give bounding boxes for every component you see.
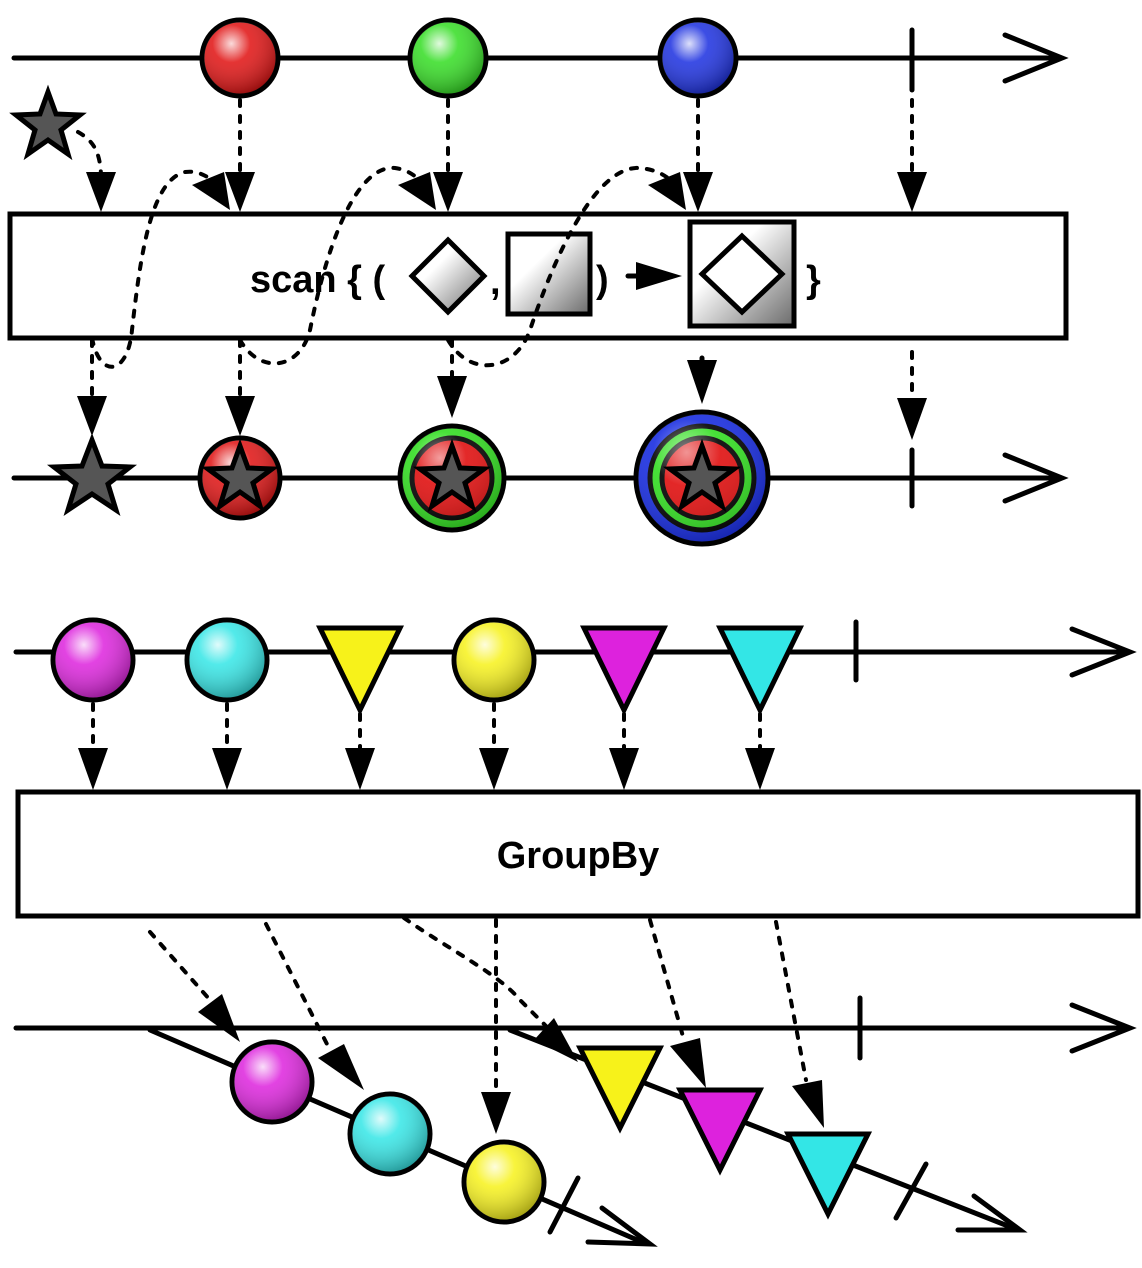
groupby-input-marble-yellow bbox=[451, 617, 537, 703]
scan-output-marble-3 bbox=[633, 409, 771, 547]
groupby-triangles-arrowhead bbox=[955, 1193, 1028, 1233]
scan-label-end: } bbox=[806, 259, 821, 301]
groupby-label: GroupBy bbox=[497, 835, 660, 877]
scan-input-arrowhead bbox=[1002, 32, 1069, 84]
groupby-triangles-completion bbox=[893, 1161, 929, 1221]
scan-seed-star bbox=[9, 84, 87, 161]
groupby-operator-box bbox=[15, 789, 1141, 919]
groupby-diagram: GroupBy bbox=[13, 617, 1141, 1247]
scan-label-close: ) bbox=[596, 259, 609, 301]
groupby-circles-completion bbox=[547, 1175, 581, 1235]
arrow-head bbox=[897, 172, 927, 212]
groupby-group-triangle-magenta bbox=[675, 1087, 765, 1176]
scan-output-arrowhead bbox=[1002, 452, 1069, 504]
scan-label-comma: , bbox=[490, 261, 501, 303]
groupby-circles-arrowhead bbox=[585, 1205, 658, 1247]
scan-arrow-right-icon bbox=[636, 262, 682, 290]
arrow-head bbox=[225, 172, 255, 212]
groupby-input-marble-magenta bbox=[50, 617, 136, 703]
groupby-output-arrowhead bbox=[1069, 1002, 1137, 1054]
scan-output-arrows bbox=[77, 338, 927, 440]
scan-input-marble-green bbox=[407, 17, 489, 99]
groupby-input-triangle-cyan bbox=[715, 625, 805, 716]
scan-output-marble-2 bbox=[397, 423, 507, 533]
arrow-head bbox=[86, 172, 116, 212]
scan-output-marble-1 bbox=[197, 435, 283, 521]
scan-input-marble-red bbox=[199, 17, 281, 99]
arrow-head bbox=[683, 172, 713, 212]
scan-input-marble-blue bbox=[657, 17, 739, 99]
groupby-group-triangle-yellow bbox=[575, 1045, 665, 1134]
groupby-group-circle-cyan bbox=[347, 1091, 433, 1177]
groupby-output-arrows bbox=[148, 916, 824, 1134]
groupby-input-arrowhead bbox=[1069, 626, 1137, 678]
groupby-input-triangle-magenta bbox=[579, 625, 669, 716]
scan-accumulator-diamond-icon bbox=[408, 236, 488, 316]
arrow-head bbox=[433, 172, 463, 212]
scan-output-star bbox=[46, 433, 138, 516]
scan-result-diamond-icon bbox=[698, 232, 786, 316]
groupby-input-marble-cyan bbox=[184, 617, 270, 703]
groupby-input-triangle-yellow bbox=[315, 625, 405, 716]
groupby-input-arrows bbox=[78, 702, 775, 790]
groupby-group-circle-magenta bbox=[229, 1039, 315, 1125]
scan-feedback-loops bbox=[90, 165, 686, 369]
groupby-group-circle-yellow bbox=[461, 1139, 547, 1225]
scan-input-arrows bbox=[76, 98, 927, 212]
scan-diagram: scan { ( , ) } bbox=[7, 17, 1069, 547]
groupby-group-triangle-cyan bbox=[783, 1131, 873, 1220]
